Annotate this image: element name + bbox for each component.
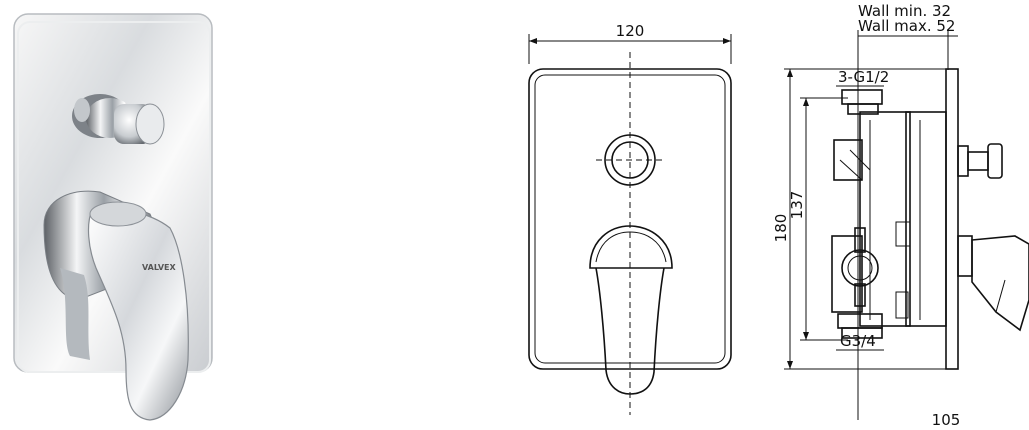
front-lever-handle xyxy=(595,267,665,395)
front-diverter-knob-outer xyxy=(604,134,656,186)
side-view-drawing: Wall min. 32 Wall max. 52 180 137 3-G1/2 xyxy=(772,2,1029,429)
lever-handle-photo: VALVEX xyxy=(43,190,189,421)
height-total-label: 180 xyxy=(772,214,790,243)
wall-max-label: Wall max. 52 xyxy=(858,17,955,35)
wall-min-label: Wall min. 32 xyxy=(858,2,951,20)
width-dim-label: 120 xyxy=(616,22,645,40)
front-lever-base xyxy=(589,225,673,269)
side-diverter-knob xyxy=(957,143,1003,179)
valve-body xyxy=(831,89,947,339)
front-lever-arc xyxy=(595,231,667,263)
diverter-knob-photo xyxy=(72,94,165,145)
depth-label: 105 xyxy=(932,411,961,429)
front-view-drawing: 120 xyxy=(528,22,732,415)
side-lever xyxy=(957,235,1029,332)
brand-logo: VALVEX xyxy=(142,263,176,272)
cover-plate-shadow-edge xyxy=(17,21,211,373)
side-wall-plate xyxy=(945,68,959,370)
product-photo: VALVEX xyxy=(13,13,213,421)
front-plate-outline xyxy=(528,68,732,370)
bottom-thread-label: G3/4 xyxy=(840,332,876,350)
front-plate-inner xyxy=(534,74,726,364)
top-thread-label: 3-G1/2 xyxy=(838,68,889,86)
height-inner-label: 137 xyxy=(788,191,806,220)
